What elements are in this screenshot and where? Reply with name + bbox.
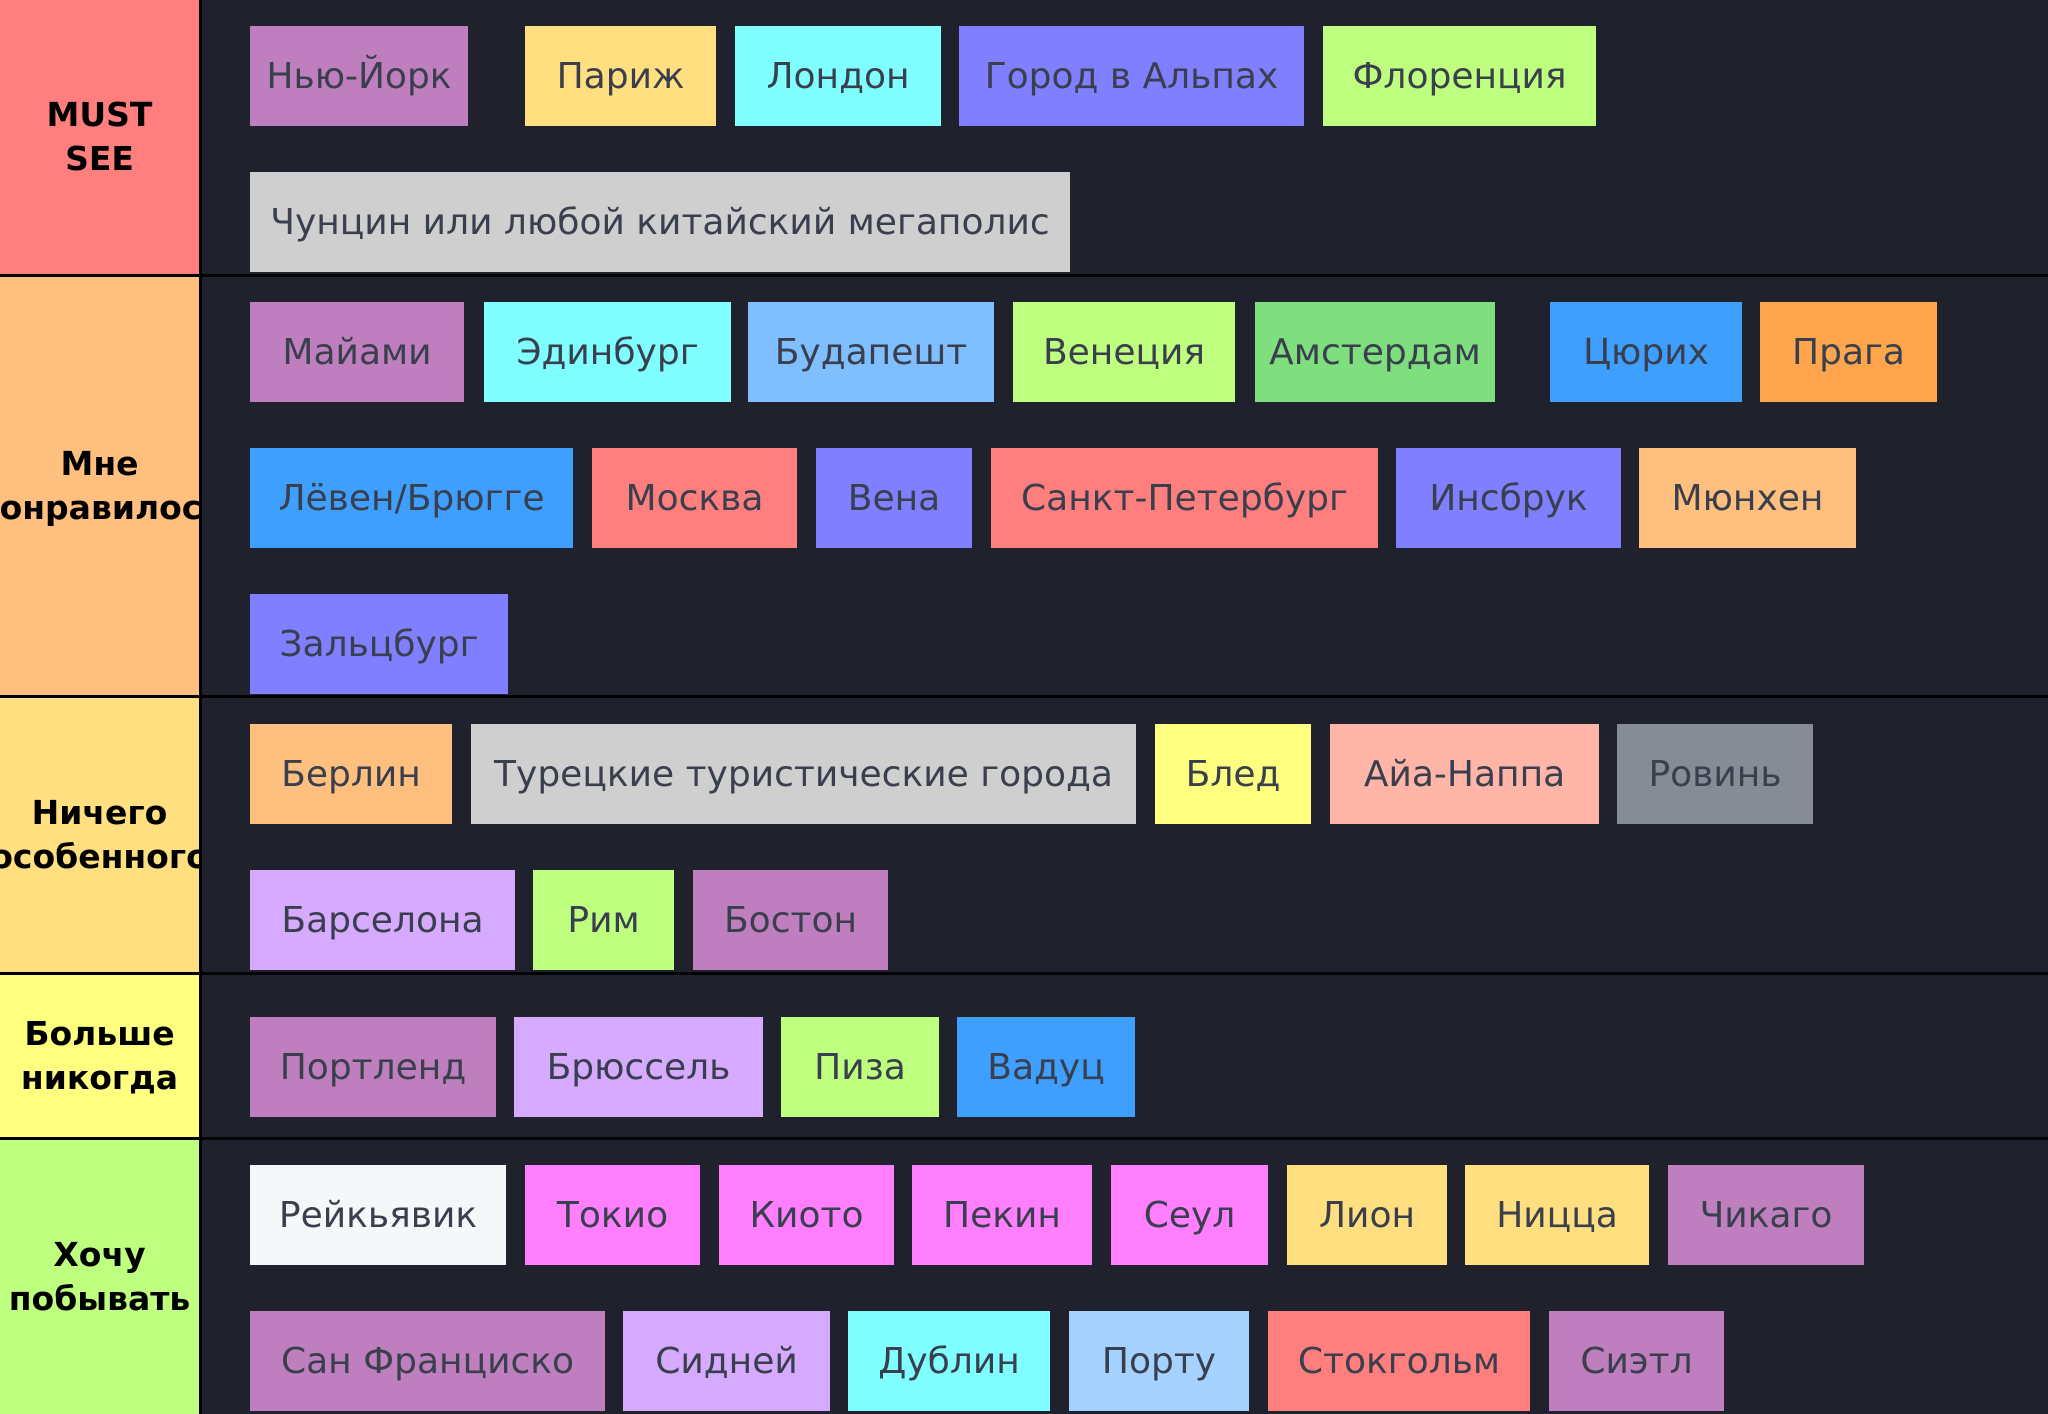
tier-row-must-see: MUST SEE Нью-Йорк Париж Лондон Город в А… [0, 0, 2048, 274]
tier-label[interactable]: Ничего особенного [0, 698, 199, 972]
tier-item[interactable]: Сиэтл [1549, 1311, 1724, 1411]
tier-item[interactable]: Мюнхен [1639, 448, 1856, 548]
tier-item[interactable]: Город в Альпах [959, 26, 1304, 126]
tier-items: Портленд Брюссель Пиза Вадуц [202, 975, 2048, 1137]
tier-item[interactable]: Будапешт [748, 302, 994, 402]
tier-item[interactable]: Барселона [250, 870, 515, 970]
tier-item[interactable]: Цюрих [1550, 302, 1742, 402]
tier-item[interactable]: Зальцбург [250, 594, 508, 694]
tier-item[interactable]: Рим [533, 870, 674, 970]
tier-item[interactable]: Чикаго [1668, 1165, 1864, 1265]
tier-item[interactable]: Сан Франциско [250, 1311, 605, 1411]
tier-label[interactable]: Больше никогда [0, 975, 199, 1137]
tier-items: Рейкьявик Токио Киото Пекин Сеул Лион Ни… [202, 1140, 2048, 1414]
tier-item[interactable]: Брюссель [514, 1017, 763, 1117]
tier-item[interactable]: Рейкьявик [250, 1165, 506, 1265]
tier-item[interactable]: Портленд [250, 1017, 496, 1117]
tier-item[interactable]: Стокгольм [1268, 1311, 1530, 1411]
tier-item[interactable]: Венеция [1013, 302, 1235, 402]
tier-item[interactable]: Берлин [250, 724, 452, 824]
tier-item[interactable]: Эдинбург [484, 302, 731, 402]
tier-item[interactable]: Лион [1287, 1165, 1447, 1265]
tier-item[interactable]: Чунцин или любой китайский мегаполис [250, 172, 1070, 272]
tier-item[interactable]: Лондон [735, 26, 941, 126]
tier-item[interactable]: Нью-Йорк [250, 26, 468, 126]
tier-row-never-again: Больше никогда Портленд Брюссель Пиза Ва… [0, 975, 2048, 1137]
tier-item[interactable]: Ровинь [1617, 724, 1813, 824]
tier-row-nothing-special: Ничего особенного Берлин Турецкие турист… [0, 698, 2048, 972]
tier-item[interactable]: Пекин [912, 1165, 1092, 1265]
tier-item[interactable]: Флоренция [1323, 26, 1596, 126]
tier-items: Берлин Турецкие туристические города Бле… [202, 698, 2048, 972]
tier-item[interactable]: Порту [1069, 1311, 1249, 1411]
tier-item[interactable]: Сеул [1111, 1165, 1268, 1265]
tier-item[interactable]: Блед [1155, 724, 1311, 824]
tier-item[interactable]: Лёвен/Брюгге [250, 448, 573, 548]
tier-item[interactable]: Ницца [1465, 1165, 1649, 1265]
tier-items: Майами Эдинбург Будапешт Венеция Амстерд… [202, 277, 2048, 695]
tier-item[interactable]: Дублин [848, 1311, 1050, 1411]
tier-item[interactable]: Вадуц [957, 1017, 1135, 1117]
tier-label[interactable]: MUST SEE [0, 0, 199, 274]
tier-item[interactable]: Пиза [781, 1017, 939, 1117]
tier-item[interactable]: Токио [525, 1165, 700, 1265]
tier-item[interactable]: Москва [592, 448, 797, 548]
tier-item[interactable]: Айа-Наппа [1330, 724, 1599, 824]
tier-item[interactable]: Вена [816, 448, 972, 548]
tier-row-want-to-visit: Хочу побывать Рейкьявик Токио Киото Пеки… [0, 1140, 2048, 1414]
tier-item[interactable]: Амстердам [1255, 302, 1495, 402]
tier-item[interactable]: Сидней [623, 1311, 830, 1411]
tier-items: Нью-Йорк Париж Лондон Город в Альпах Фло… [202, 0, 2048, 274]
tier-item[interactable]: Санкт-Петербург [991, 448, 1378, 548]
tier-item[interactable]: Прага [1760, 302, 1937, 402]
tier-item[interactable]: Бостон [693, 870, 888, 970]
tier-item[interactable]: Париж [525, 26, 716, 126]
tier-item[interactable]: Инсбрук [1396, 448, 1621, 548]
tier-item[interactable]: Турецкие туристические города [471, 724, 1136, 824]
tier-item[interactable]: Киото [719, 1165, 894, 1265]
tier-label[interactable]: Хочу побывать [0, 1140, 199, 1414]
tier-row-liked: Мне понравилось Майами Эдинбург Будапешт… [0, 277, 2048, 695]
tier-item[interactable]: Майами [250, 302, 464, 402]
tier-label[interactable]: Мне понравилось [0, 277, 199, 695]
